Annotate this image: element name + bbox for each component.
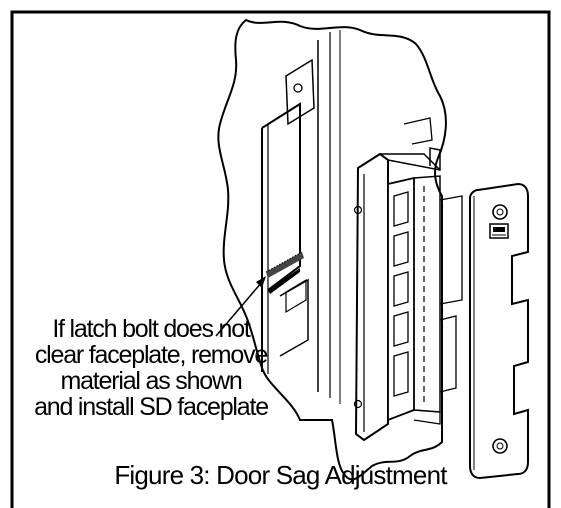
cutaway-outline — [217, 18, 447, 481]
strike-body — [354, 152, 389, 442]
faceplate-screw-hole — [492, 438, 508, 454]
faceplate — [469, 182, 529, 480]
callout-line: clear faceplate, remove — [34, 341, 268, 369]
callout-line: material as shown — [60, 367, 242, 395]
callout-line: and install SD faceplate — [34, 393, 269, 421]
callout-line: If latch bolt does not — [52, 315, 251, 343]
lower-tab — [279, 278, 309, 357]
faceplate-logo — [489, 223, 509, 239]
callout-arrowhead — [256, 276, 266, 288]
strike-keeper — [387, 176, 415, 422]
frame-border — [10, 10, 551, 508]
mortise-cutout — [268, 268, 300, 294]
top-tab — [285, 58, 315, 126]
removal-material — [266, 252, 304, 278]
faceplate-screw-hole — [492, 204, 508, 220]
figure-caption: Figure 3: Door Sag Adjustment — [114, 460, 447, 490]
callout-arrow-line — [215, 281, 263, 337]
callout-note: If latch bolt does not clear faceplate, … — [6, 316, 296, 420]
strike-housing — [387, 147, 441, 171]
mortise-cutout — [261, 102, 301, 291]
